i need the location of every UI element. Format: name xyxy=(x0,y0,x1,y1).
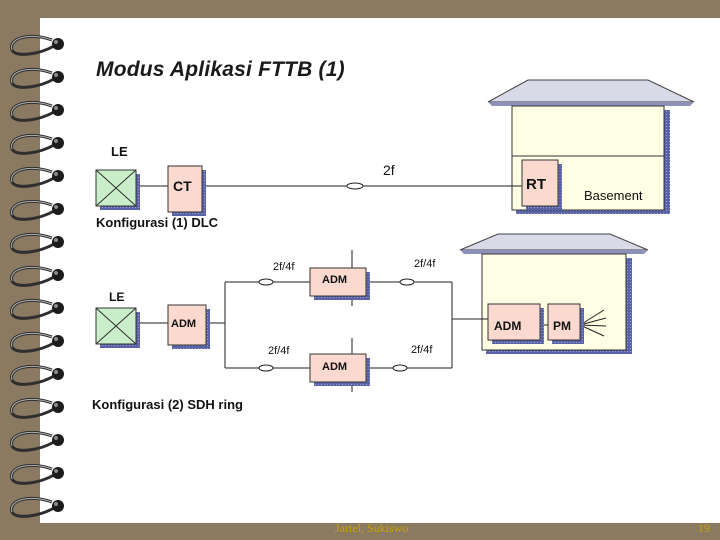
adm-bottom-label: ADM xyxy=(322,361,348,373)
binding-ring xyxy=(10,496,64,518)
adm-building-label: ADM xyxy=(494,319,522,333)
le-label-2: LE xyxy=(109,290,125,304)
page-number: 19 xyxy=(698,521,710,535)
binding-ring xyxy=(10,34,64,56)
binding-ring xyxy=(10,232,64,254)
pm-box xyxy=(547,303,584,344)
link-bottom-left-label: 2f/4f xyxy=(268,345,290,357)
le-switch-1 xyxy=(95,169,140,210)
adm-left-label: ADM xyxy=(171,318,197,330)
ct-box xyxy=(167,165,206,216)
binding-ring xyxy=(10,100,64,122)
binding-ring xyxy=(10,298,64,320)
binding-ring xyxy=(10,463,64,485)
pm-label: PM xyxy=(553,319,571,333)
dlc-fiber-link xyxy=(138,182,522,190)
spiral-binding xyxy=(10,34,64,518)
footer-author: Jartel, Sukiswo xyxy=(335,521,409,535)
adm-left-box xyxy=(167,304,210,349)
binding-ring xyxy=(10,397,64,419)
link-top-right-label: 2f/4f xyxy=(414,258,436,270)
basement-label: Basement xyxy=(584,188,643,203)
le-switch-2 xyxy=(95,307,140,348)
dlc-link-label: 2f xyxy=(383,162,395,178)
binding-ring xyxy=(10,364,64,386)
binding-ring xyxy=(10,67,64,89)
link-top-left-label: 2f/4f xyxy=(273,261,295,273)
ct-label: CT xyxy=(173,178,192,194)
binding-ring xyxy=(10,265,64,287)
binding-ring xyxy=(10,133,64,155)
config2-caption: Konfigurasi (2) SDH ring xyxy=(92,397,243,412)
adm-top-box xyxy=(309,267,370,300)
link-bottom-right-label: 2f/4f xyxy=(411,344,433,356)
binding-ring xyxy=(10,199,64,221)
binding-ring xyxy=(10,331,64,353)
binding-ring xyxy=(10,166,64,188)
rt-box xyxy=(521,159,562,210)
binding-ring xyxy=(10,430,64,452)
slide-title: Modus Aplikasi FTTB (1) xyxy=(96,58,345,81)
rt-label: RT xyxy=(526,176,546,193)
le-label-1: LE xyxy=(111,144,128,159)
adm-top-label: ADM xyxy=(322,274,348,286)
config1-caption: Konfigurasi (1) DLC xyxy=(96,215,219,230)
adm-bottom-box xyxy=(309,353,370,386)
adm-building-box xyxy=(487,303,544,344)
